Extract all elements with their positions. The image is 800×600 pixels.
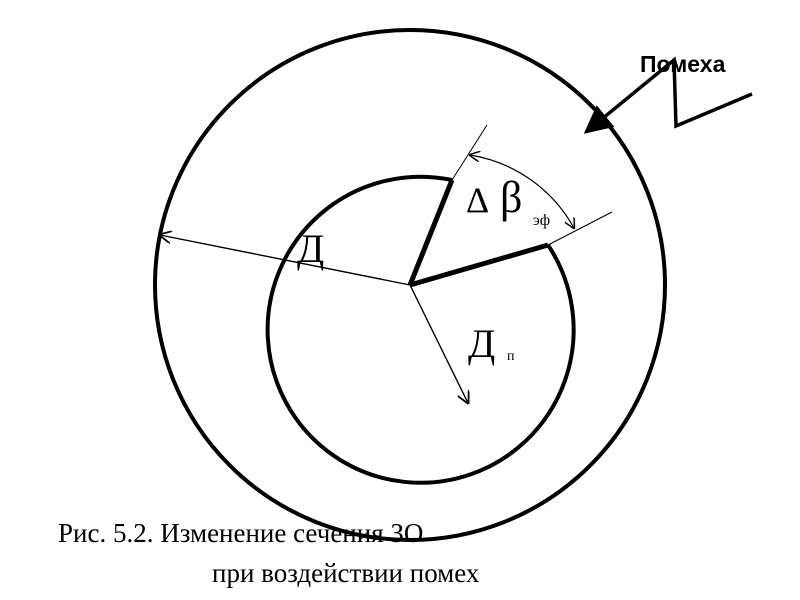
noise-zigzag [583, 56, 753, 134]
svg-text:Δ: Δ [466, 180, 489, 220]
noise-label: Помеха [640, 51, 726, 77]
inner-diameter-label: Д п [468, 321, 515, 366]
svg-text:β: β [500, 173, 522, 222]
delta-beta-label: Δ β эф [466, 173, 550, 229]
inner-diameter-line [409, 284, 468, 403]
angle-arc [470, 155, 574, 228]
sector-wall-upper [407, 179, 455, 286]
caption-line-2: при воздействии помех [212, 558, 480, 588]
outer-diameter-line [160, 235, 411, 286]
sector-wall-lower [409, 242, 549, 288]
angle-extension-upper [451, 124, 488, 181]
svg-text:эф: эф [533, 212, 550, 229]
inner-circle-cut [265, 174, 576, 485]
svg-text:п: п [507, 349, 515, 364]
outer-circle [153, 28, 667, 542]
angle-extension-lower [547, 211, 613, 246]
svg-text:Д: Д [468, 321, 495, 366]
outer-diameter-label: Д [297, 226, 324, 271]
caption-line-1: Рис. 5.2. Изменение сечения ЗО [58, 518, 424, 548]
